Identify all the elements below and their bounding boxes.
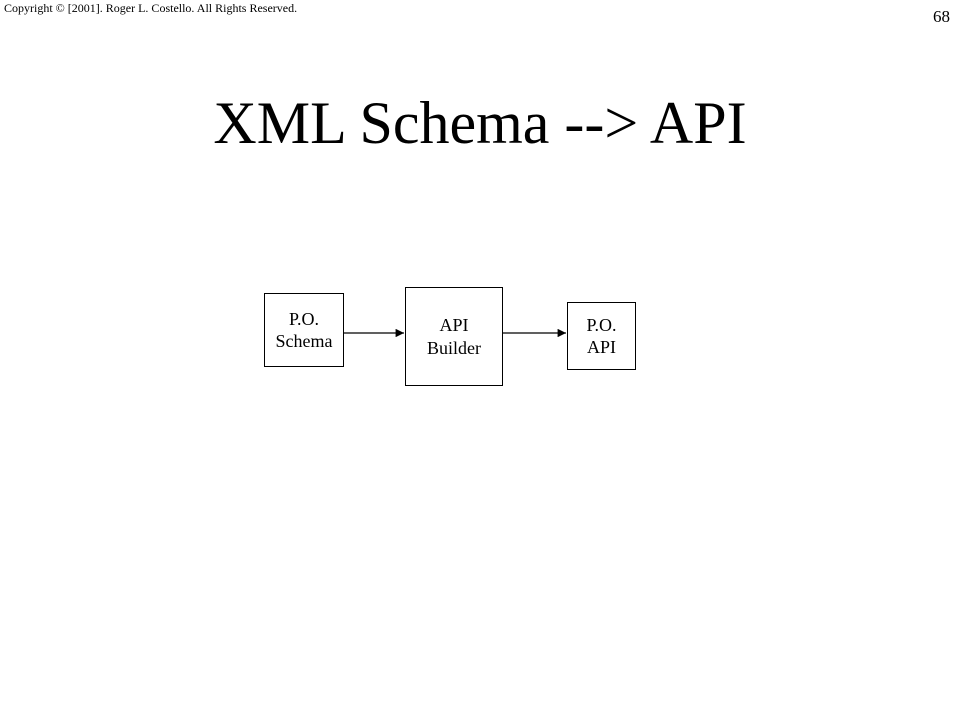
node-po-schema: P.O. Schema bbox=[264, 293, 344, 367]
copyright-notice: Copyright © [2001]. Roger L. Costello. A… bbox=[4, 1, 298, 15]
node-po-api-line1: P.O. bbox=[586, 314, 617, 335]
slide-title: XML Schema --> API bbox=[213, 90, 747, 156]
node-po-schema-line1: P.O. bbox=[288, 308, 319, 329]
page-number: 68 bbox=[933, 7, 950, 26]
node-po-api-line2: API bbox=[586, 337, 616, 357]
node-po-schema-line2: Schema bbox=[275, 331, 333, 351]
node-po-api: P.O. API bbox=[567, 302, 636, 370]
node-api-builder-line2: Builder bbox=[427, 337, 481, 358]
node-api-builder: API Builder bbox=[405, 287, 503, 386]
node-api-builder-line1: API bbox=[439, 315, 469, 335]
